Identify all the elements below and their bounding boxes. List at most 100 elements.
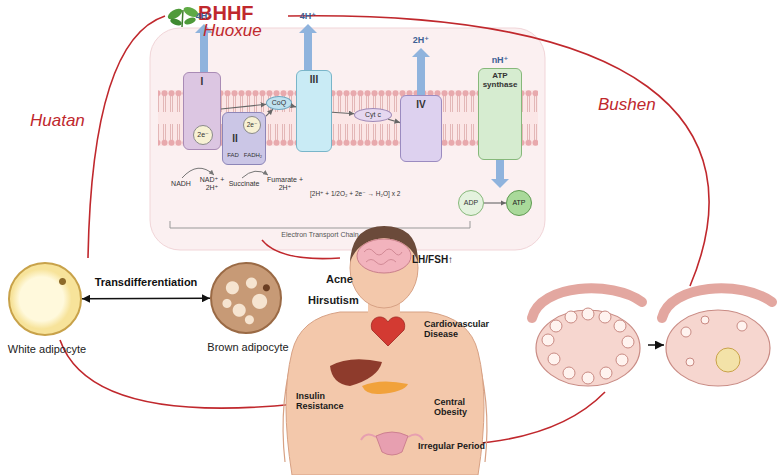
proton-arrow (304, 32, 312, 70)
proton-label: 2H⁺ (405, 36, 437, 46)
symptom-label: Hirsutism (308, 294, 370, 306)
electron-circle: 2e⁻ (193, 125, 213, 145)
ovary (666, 310, 770, 386)
follicle (622, 336, 634, 348)
relation-arc (288, 16, 709, 286)
carrier-oval: Cyt c (354, 108, 392, 122)
node-text: CoQ (267, 99, 291, 107)
node-text: White adipocyte (0, 343, 106, 355)
follicle (550, 320, 562, 332)
cofactor-label: FAD (224, 152, 242, 159)
follicle (599, 311, 611, 323)
change-arrow (648, 344, 664, 346)
relation-arc (262, 240, 340, 259)
strategy-label: Bushen (598, 96, 660, 115)
dominant-follicle (716, 348, 740, 372)
substrate-label: NADH (166, 180, 196, 188)
node-text: I (184, 76, 220, 87)
symptom-label: Central Obesity (434, 398, 494, 418)
proton-arrow (417, 56, 425, 96)
follicle (600, 367, 612, 379)
proton-arrow (496, 160, 504, 180)
cofactor-label: FADH₂ (242, 152, 264, 159)
proton-arrow (412, 48, 430, 57)
molecule-circle: ATP (506, 190, 532, 216)
connector-arrow (388, 119, 400, 122)
pancreas (362, 381, 408, 394)
follicle (616, 354, 628, 366)
uterus (376, 432, 408, 455)
ovary (536, 310, 640, 386)
proton-arrow (491, 179, 509, 188)
complex-box: I 2e⁻ (183, 72, 221, 150)
liver (330, 359, 382, 386)
follicle (582, 372, 594, 384)
symptom-label: Irregular Period (418, 442, 508, 452)
reaction-equation: [2H⁺ + 1/2O₂ + 2e⁻ → H₂O] x 2 (310, 190, 455, 197)
leaf-stem (182, 10, 183, 27)
adipocyte-cell: Brown adipocyte (210, 262, 282, 334)
node-text: Electron Transport Chain (270, 231, 370, 239)
follicle (542, 334, 554, 346)
substrate-label: NAD⁺ + 2H⁺ (197, 176, 227, 191)
carrier-oval: CoQ (266, 96, 292, 110)
follicle (614, 320, 626, 332)
node-text: IV (401, 99, 441, 110)
strategy-label: Huatan (30, 112, 94, 131)
follicle (681, 327, 691, 337)
heart (371, 317, 404, 346)
brain-folds (364, 249, 402, 265)
node-text: Brown adipocyte (190, 341, 306, 353)
leaf (169, 17, 182, 27)
relation-arc (468, 392, 605, 444)
node-text: ADP (459, 199, 483, 207)
follicle (565, 311, 577, 323)
strategy-label: Huoxue (203, 22, 273, 41)
follicle (563, 367, 575, 379)
follicle (582, 308, 594, 320)
etc-panel: Electron Transport ChainI2e⁻II2e⁻CoQIIIC… (150, 28, 545, 250)
molecule-circle: ADP (458, 190, 484, 216)
proton-arrow (299, 24, 317, 33)
substrate-label: Succinate (225, 180, 263, 188)
follicle (701, 316, 709, 324)
complex-box: III (296, 70, 332, 152)
connector-arrow (332, 112, 354, 114)
node-text: 2e⁻ (194, 131, 212, 139)
connector-label: Transdifferentiation (71, 276, 221, 288)
connector-arrow (82, 297, 210, 299)
adipocyte-cell: White adipocyte (8, 262, 82, 336)
node-text: Cyt c (355, 111, 391, 119)
node-text: II (226, 133, 244, 144)
follicle (548, 353, 560, 365)
substrate-label: Fumarate + 2H⁺ (262, 176, 308, 191)
electron-circle: 2e⁻ (243, 116, 261, 134)
follicle (686, 358, 694, 366)
symptom-label: Acne (326, 273, 366, 285)
node-text: 2e⁻ (244, 121, 260, 128)
connector-arrow (266, 109, 273, 116)
bracket (170, 221, 470, 228)
relation-arc (88, 16, 165, 258)
proton-label: nH⁺ (484, 56, 516, 66)
proton-label: 4H⁺ (292, 12, 324, 22)
atp-synthase-box: ATP synthase (478, 68, 522, 160)
symptom-label: LH/FSH↑ (412, 254, 476, 265)
reaction-arrow (242, 171, 268, 178)
connector-arrow (221, 104, 266, 109)
complex-box: IV (400, 95, 442, 162)
symptom-label: Insulin Resistance (296, 392, 358, 412)
mitochondrion-background (150, 28, 545, 250)
node-text: ATP synthase (479, 72, 521, 90)
brain (357, 239, 411, 273)
symptom-label: Cardiovascular Disease (424, 320, 506, 340)
leaf (183, 16, 196, 26)
connector-arrow (484, 202, 506, 203)
proton-label: 4H⁺ (188, 12, 220, 22)
follicle (737, 321, 747, 331)
node-text: III (297, 74, 331, 85)
node-text: ATP (507, 199, 531, 207)
